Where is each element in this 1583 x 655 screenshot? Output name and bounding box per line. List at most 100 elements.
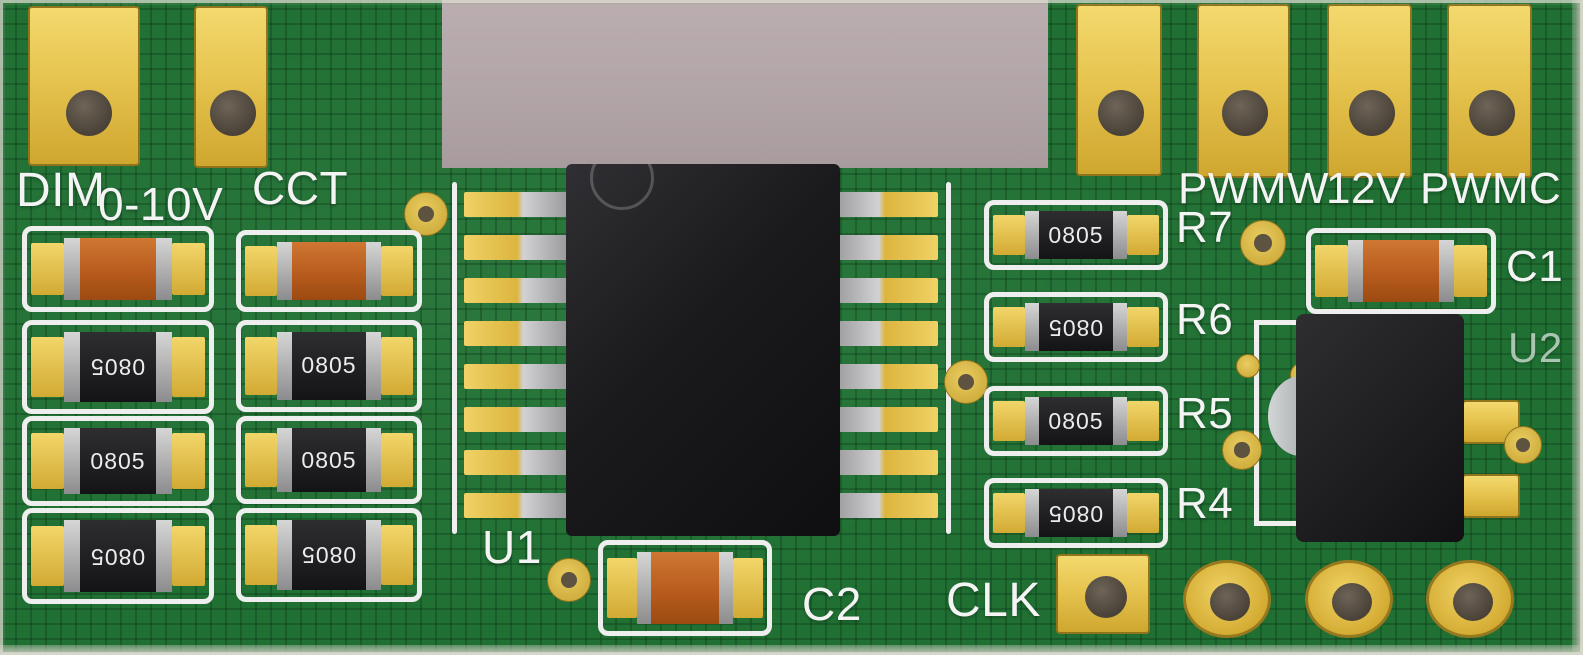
resistor-left-col1-2: 0805	[22, 416, 214, 506]
u2-silkscreen-bracket	[1254, 320, 1302, 526]
drill-hole	[1210, 583, 1250, 621]
resistor-r4: 0805	[984, 478, 1168, 548]
capacitor-c2	[598, 540, 772, 636]
terminal-cap	[64, 427, 80, 495]
drill-hole	[1332, 583, 1372, 621]
solder-pad	[1127, 401, 1159, 441]
silkscreen-label-c1: C1	[1506, 242, 1564, 291]
ic-pin	[464, 493, 570, 518]
solder-pad	[381, 246, 413, 296]
package-marking-0805: 0805	[301, 542, 357, 569]
round-pad	[1183, 560, 1271, 638]
ic-u1-body	[566, 164, 840, 536]
solder-pad	[993, 307, 1025, 347]
terminal-cap	[1112, 489, 1128, 537]
silkscreen-label-r6: R6	[1176, 295, 1234, 344]
terminal-cap	[719, 551, 734, 625]
terminal-cap	[365, 519, 382, 591]
drill-hole	[1085, 576, 1127, 618]
clk-square-pad	[1056, 554, 1150, 634]
solder-pad	[1127, 307, 1159, 347]
solder-pad	[31, 525, 65, 587]
ic-pin	[832, 192, 938, 217]
silkscreen-label-dim: DIM	[16, 164, 106, 217]
resistor-left-col2-1: 0805	[236, 320, 422, 412]
silkscreen-label-cct: CCT	[252, 162, 349, 214]
package-marking-0805: 0805	[301, 446, 357, 473]
terminal-cap	[1024, 303, 1040, 351]
resistor-body: 0805	[1039, 397, 1113, 445]
package-marking-0805: 0805	[1048, 407, 1104, 434]
ic-pin	[464, 192, 570, 217]
silkscreen-label-r5: R5	[1176, 389, 1234, 438]
silkscreen-label-c2: C2	[802, 578, 862, 630]
capacitor-left-col2	[236, 230, 422, 312]
solder-pad	[1454, 244, 1487, 298]
resistor-body: 0805	[292, 331, 366, 401]
ic-pin	[464, 364, 570, 389]
round-pad	[1426, 560, 1514, 638]
solder-pad	[1315, 244, 1348, 298]
terminal-cap	[365, 241, 382, 301]
terminal-cap	[276, 427, 293, 493]
solder-pad	[993, 493, 1025, 533]
resistor-left-col2-2: 0805	[236, 416, 422, 504]
solder-pad	[31, 242, 65, 296]
silkscreen-label-pwmc: PWMC	[1420, 164, 1562, 213]
solder-pad	[245, 525, 277, 585]
terminal-cap	[365, 331, 382, 401]
resistor-r5: 0805	[984, 386, 1168, 456]
terminal-cap	[156, 519, 172, 593]
silkscreen-label-r4: R4	[1176, 479, 1234, 528]
terminal-cap	[156, 331, 172, 403]
pin1-indicator	[590, 164, 654, 210]
solder-pad	[171, 525, 205, 587]
ic-pin	[464, 321, 570, 346]
terminal-cap	[1112, 397, 1128, 445]
resistor-left-col1-3: 0805	[22, 508, 214, 604]
background-cutout	[442, 0, 1048, 168]
terminal-cap	[64, 331, 80, 403]
silkscreen-label-12v: 12V	[1326, 164, 1406, 213]
drill-hole	[1098, 90, 1144, 136]
capacitor-left-col1	[22, 226, 214, 312]
silkscreen-label-u2: U2	[1508, 324, 1563, 371]
solder-pad	[31, 433, 65, 489]
silkscreen-label-clk: CLK	[946, 574, 1041, 627]
terminal-cap	[276, 241, 293, 301]
via	[1504, 426, 1542, 464]
package-marking-0805: 0805	[90, 543, 146, 570]
resistor-body: 0805	[292, 427, 366, 493]
terminal-cap	[64, 519, 80, 593]
terminal-cap	[1024, 397, 1040, 445]
terminal-cap	[1024, 211, 1040, 259]
solder-pad	[381, 432, 413, 488]
silkscreen-label-0-10v: 0-10V	[98, 178, 224, 230]
terminal-cap	[156, 427, 172, 495]
ic-pin	[832, 278, 938, 303]
terminal-cap	[1112, 211, 1128, 259]
terminal-cap	[276, 331, 293, 401]
solder-pad	[171, 433, 205, 489]
silkscreen-label-pwmw: PWMW	[1178, 164, 1330, 213]
solder-pad	[171, 242, 205, 296]
ic-pin	[464, 278, 570, 303]
ic-pin	[832, 364, 938, 389]
drill-hole	[1349, 90, 1395, 136]
solder-pad	[607, 557, 637, 619]
terminal-cap	[156, 237, 172, 301]
connector-pad-pwmc	[1447, 4, 1532, 178]
solder-pad	[381, 525, 413, 585]
ic-pin	[832, 235, 938, 260]
drill-hole	[1453, 583, 1493, 621]
connector-pad-2	[1197, 4, 1290, 178]
u2-pad-lower	[1462, 474, 1520, 518]
regulator-u2-body	[1296, 314, 1464, 542]
ic-pin	[464, 235, 570, 260]
via	[1236, 354, 1260, 378]
connector-pad-dim	[28, 6, 140, 166]
solder-pad	[733, 557, 763, 619]
terminal-cap	[1024, 489, 1040, 537]
resistor-r6: 0805	[984, 292, 1168, 362]
package-marking-0805: 0805	[90, 354, 146, 381]
